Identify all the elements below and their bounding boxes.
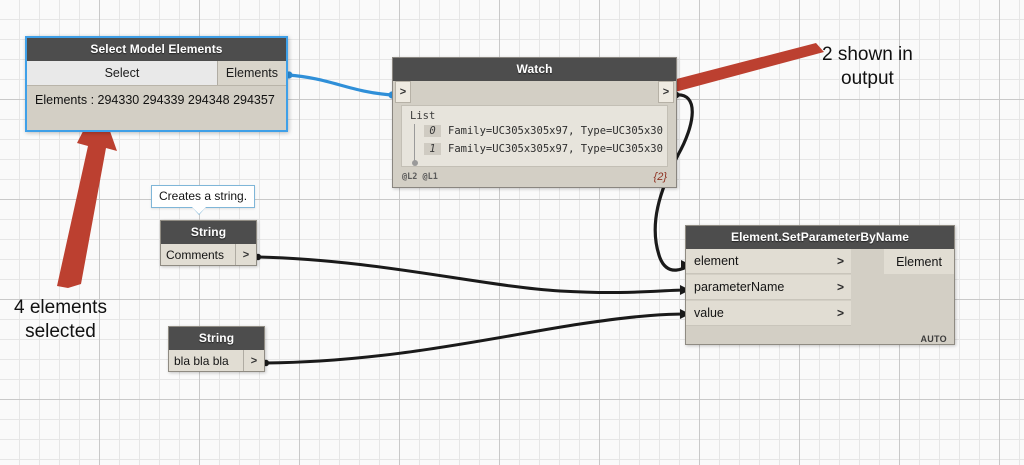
watch-port-row: > > (393, 81, 676, 103)
watch-list-spine-dot (411, 160, 418, 166)
tooltip-creates-a-string: Creates a string. (151, 185, 256, 215)
node-select-model-elements-title: Select Model Elements (27, 38, 286, 61)
node-watch-title: Watch (393, 58, 676, 81)
node-select-model-elements[interactable]: Select Model Elements Select Elements El… (25, 36, 288, 132)
input-port-value-label: value (694, 306, 724, 320)
watch-item-text: Family=UC305x305x97, Type=UC305x30 (448, 143, 663, 155)
string-bla-output-port[interactable]: > (244, 350, 264, 371)
chevron-right-icon: > (836, 306, 844, 320)
node-string-comments[interactable]: String Comments > (160, 220, 257, 266)
run-mode-badge-auto: AUTO (920, 334, 947, 344)
watch-item-count: {2} (653, 171, 667, 183)
input-port-element[interactable]: element > (686, 249, 851, 274)
node-element-setparameterbyname[interactable]: Element.SetParameterByName element > par… (685, 225, 955, 345)
wire-bla-to-value (264, 312, 690, 365)
node-string-bla-title: String (169, 327, 264, 350)
watch-footer: @L2 @L1 {2} (393, 169, 676, 187)
node-element-setparameterbyname-body: element > parameterName > value > Elemen… (686, 249, 954, 346)
input-port-value[interactable]: value > (686, 301, 851, 326)
watch-list-levels[interactable]: @L2 @L1 (402, 172, 438, 182)
watch-item-text: Family=UC305x305x97, Type=UC305x30 (448, 125, 663, 137)
select-button[interactable]: Select (27, 61, 218, 85)
string-bla-input[interactable]: bla bla bla (169, 350, 244, 371)
watch-output-port[interactable]: > (658, 81, 674, 103)
string-comments-input[interactable]: Comments (161, 244, 236, 265)
node-select-model-elements-body: Select Elements Elements : 294330 294339… (27, 61, 286, 130)
string-comments-output-port[interactable]: > (236, 244, 256, 265)
watch-list-spine (414, 124, 415, 162)
watch-list-item: 1 Family=UC305x305x97, Type=UC305x30 (424, 143, 663, 155)
output-port-element[interactable]: Element (884, 249, 954, 274)
tooltip-text: Creates a string. (159, 189, 248, 203)
node-watch[interactable]: Watch > > List 0 Family=UC305x305x97, Ty… (392, 57, 677, 188)
watch-result-panel[interactable]: List 0 Family=UC305x305x97, Type=UC305x3… (401, 105, 668, 167)
annotation-4-elements-selected: 4 elements selected (14, 297, 107, 342)
wire-elements-to-watch (286, 73, 394, 97)
watch-list-item: 0 Family=UC305x305x97, Type=UC305x30 (424, 125, 663, 137)
watch-input-port[interactable]: > (395, 81, 411, 103)
node-string-comments-row: Comments > (161, 244, 256, 265)
node-string-comments-title: String (161, 221, 256, 244)
select-node-elements-text: Elements : 294330 294339 294348 294357 (35, 93, 275, 107)
watch-list-label: List (410, 110, 436, 122)
input-port-parametername-label: parameterName (694, 280, 785, 294)
watch-item-index: 1 (424, 143, 441, 155)
wire-comments-to-parametername (256, 255, 690, 295)
select-node-port-row: Select Elements (27, 61, 286, 86)
chevron-right-icon: > (836, 254, 844, 268)
node-element-setparameterbyname-title: Element.SetParameterByName (686, 226, 954, 249)
annotation-2-shown-in-output: 2 shown in output (822, 44, 913, 89)
output-port-elements[interactable]: Elements (217, 61, 286, 85)
watch-item-index: 0 (424, 125, 441, 137)
input-port-parametername[interactable]: parameterName > (686, 275, 851, 300)
input-port-element-label: element (694, 254, 739, 268)
node-string-bla-row: bla bla bla > (169, 350, 264, 371)
node-watch-body: > > List 0 Family=UC305x305x97, Type=UC3… (393, 81, 676, 187)
node-string-bla[interactable]: String bla bla bla > (168, 326, 265, 372)
chevron-right-icon: > (836, 280, 844, 294)
